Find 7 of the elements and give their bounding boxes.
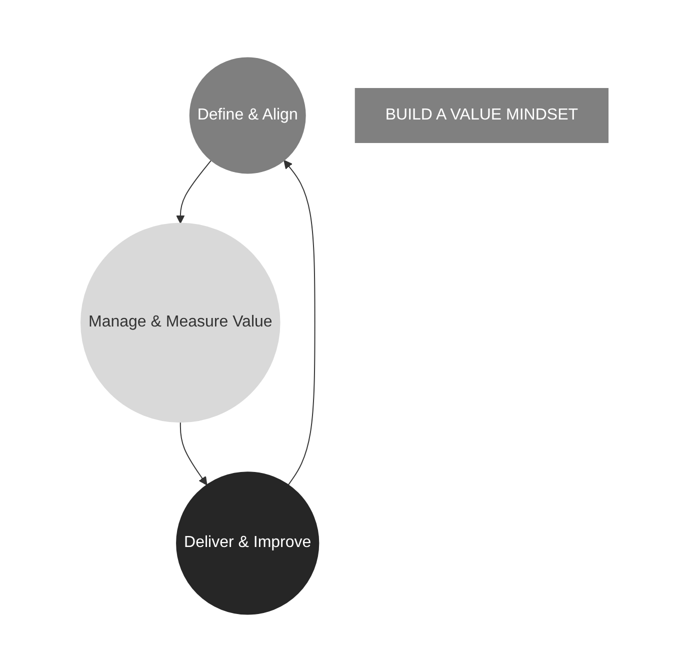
- node-circle: Manage & Measure Value: [80, 222, 281, 422]
- arrow: [284, 159, 316, 485]
- arrow: [176, 159, 212, 224]
- node-circle: Deliver & Improve: [176, 471, 320, 614]
- arrow: [180, 421, 208, 485]
- node-box: BUILD A VALUE MINDSET: [355, 88, 609, 143]
- node-circle: Define & Align: [190, 56, 306, 174]
